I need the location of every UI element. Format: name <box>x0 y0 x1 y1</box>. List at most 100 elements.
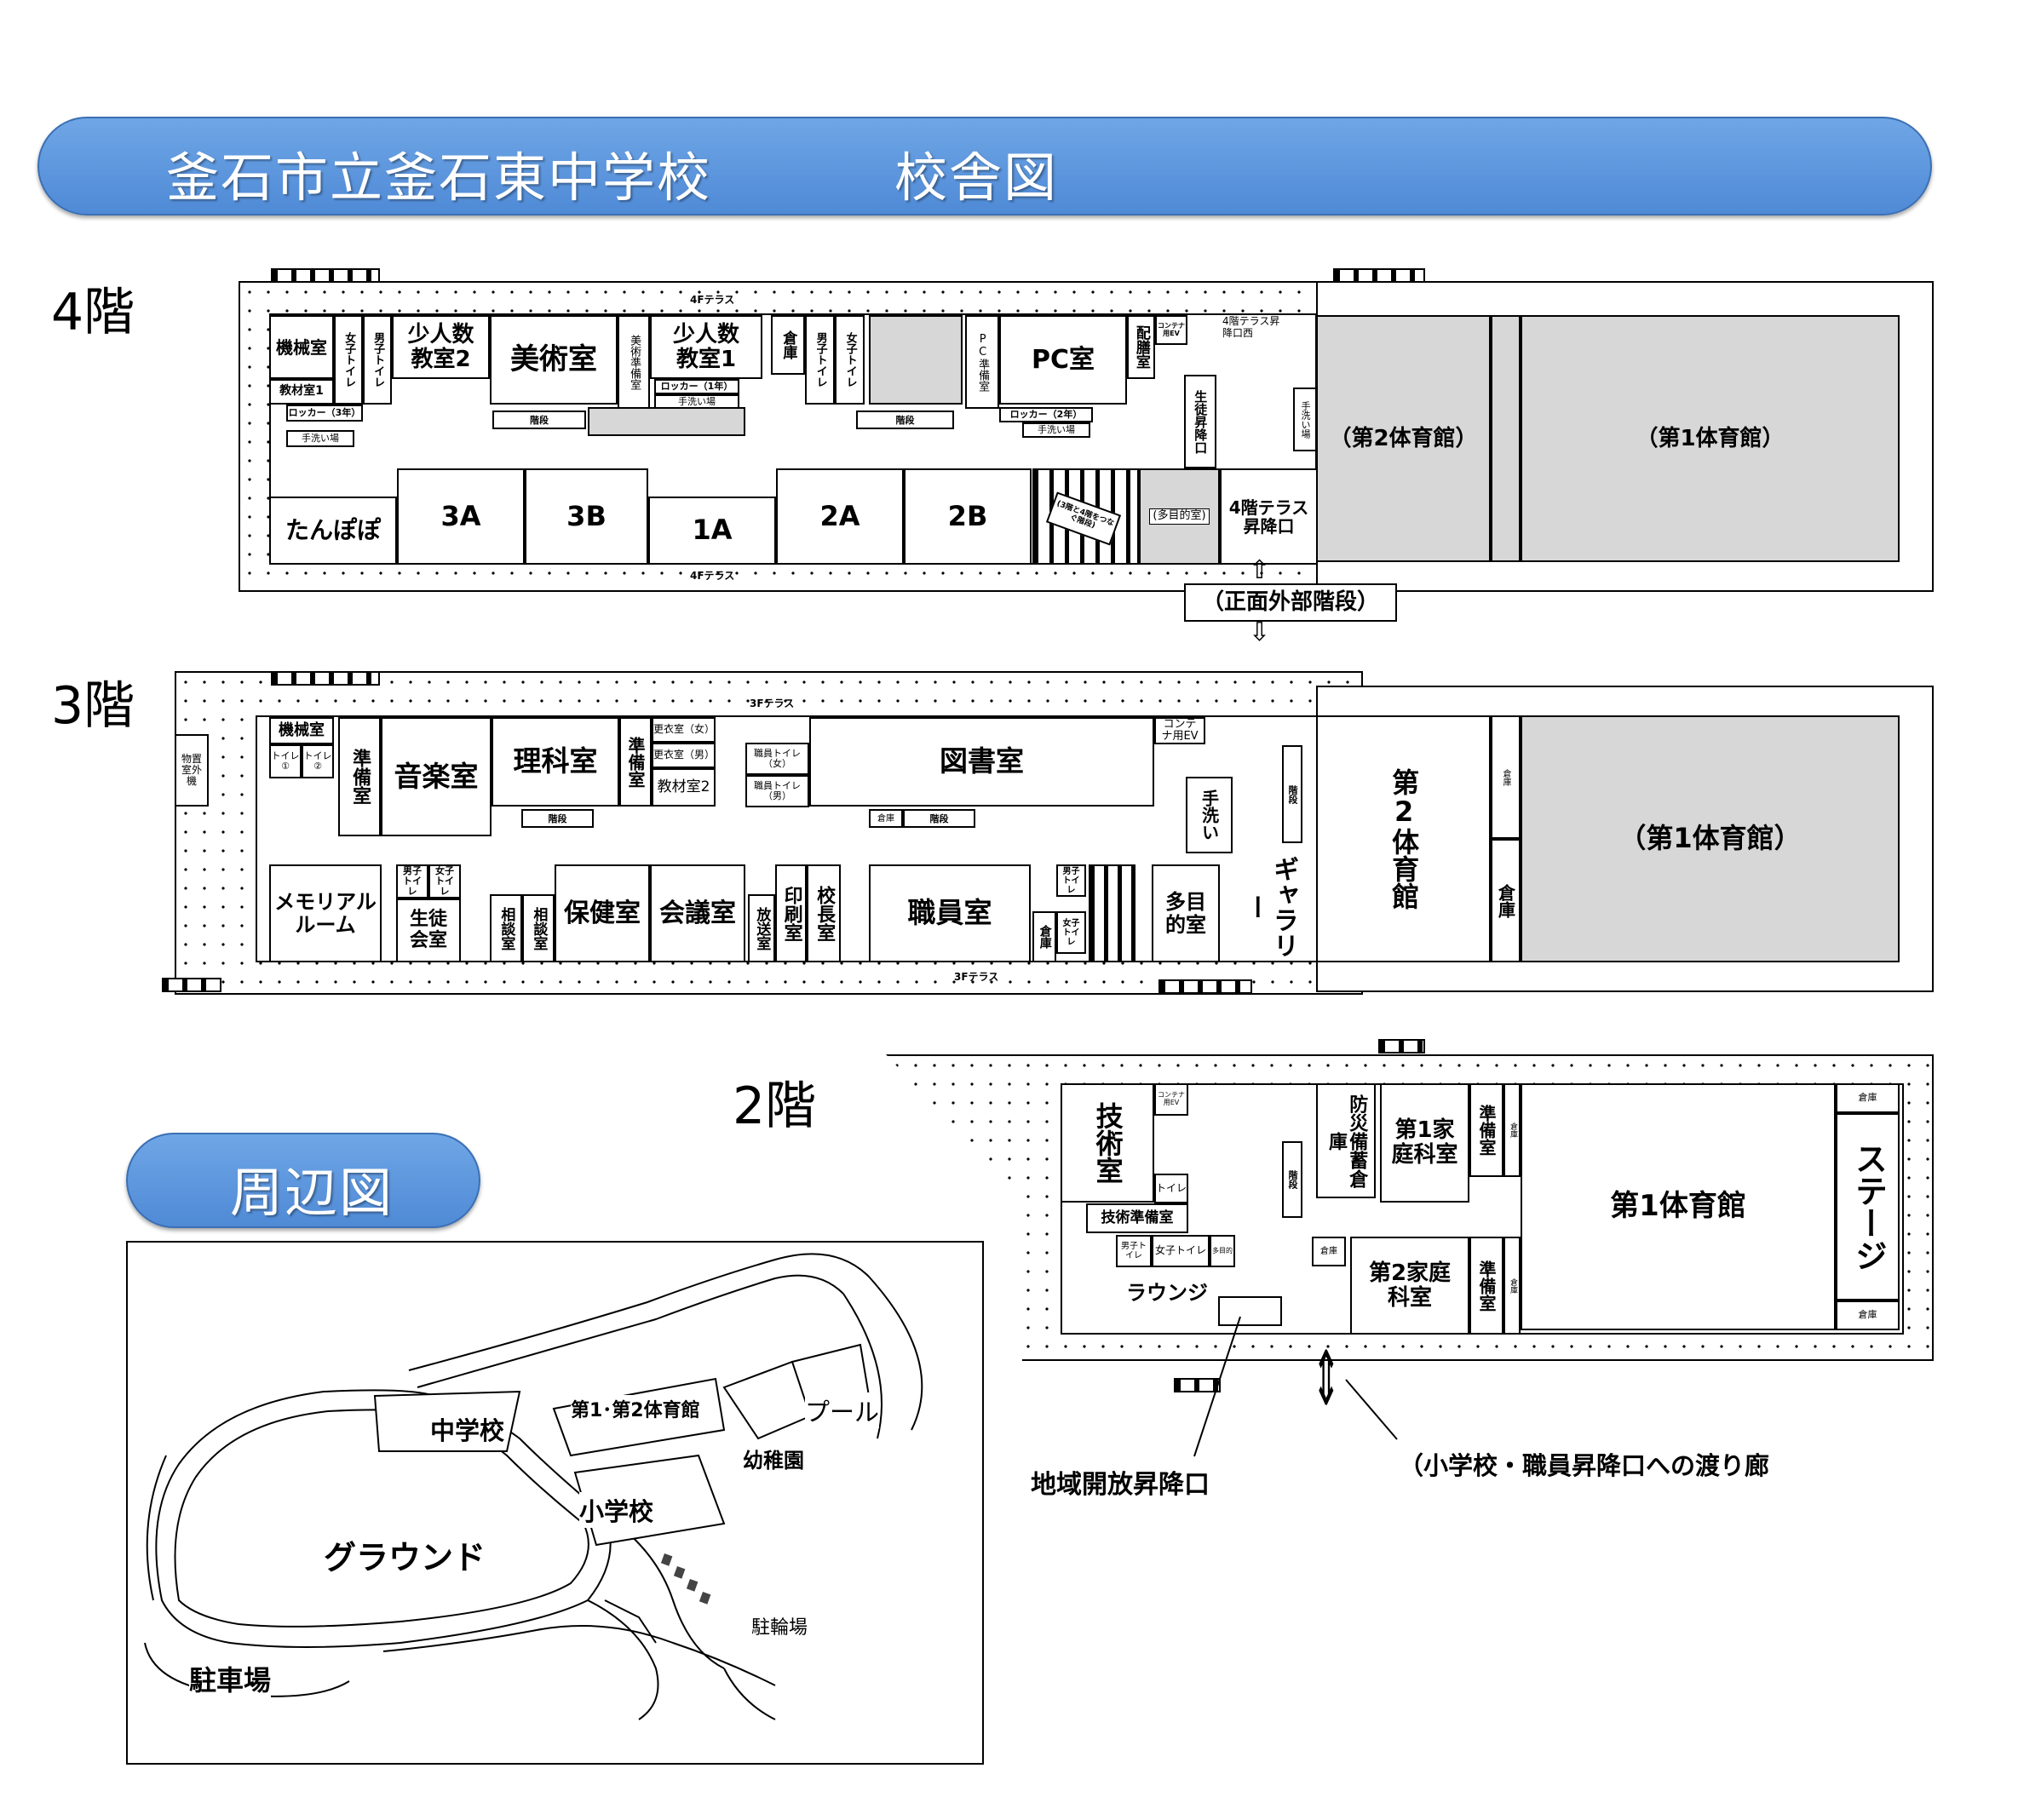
f3-terrace-top: 3Fテラス <box>750 698 795 709</box>
f3-prep-a: 準備室 <box>338 717 381 836</box>
f3-boys-toilet: 男子トイレ <box>396 864 428 899</box>
f4-locker-3: ロッカー（3年） <box>286 405 363 422</box>
f3-stairs-vertical[interactable]: 階段 <box>1282 745 1302 843</box>
f2-storage-d: 倉庫 <box>1836 1083 1900 1113</box>
f3-gym1: （第1体育館） <box>1521 715 1900 962</box>
map-label-junior-high: 中学校 <box>430 1411 505 1447</box>
f4-container-ev: コンテナ用EV <box>1155 315 1187 345</box>
f3-girls-toilet2: 女子トイレ <box>1056 911 1086 954</box>
f3-printing-room: 印刷室 <box>775 864 807 962</box>
f3-railing-right <box>1158 979 1252 994</box>
f4-gray-space <box>869 315 963 405</box>
map-label-elementary: 小学校 <box>579 1492 654 1528</box>
f3-staff-toilet-f: 職員トイレ（女） <box>745 743 809 775</box>
f4-locker-2: ロッカー（2年） <box>999 407 1093 422</box>
f2-storage-e: 倉庫 <box>1836 1300 1900 1330</box>
f2-disaster-storage: 防災備蓄倉庫 <box>1316 1083 1376 1198</box>
f2-lounge-desk <box>1218 1296 1282 1326</box>
f3-prep-b: 準備室 <box>619 717 652 807</box>
f4-gym2: （第2体育館） <box>1316 315 1491 562</box>
f3-student-council: 生徒会室 <box>396 899 461 962</box>
f3-railing-bottom <box>162 978 221 992</box>
f3-stairwell <box>1089 864 1135 962</box>
f3-material-room2: 教材室2 <box>652 768 716 807</box>
f4-class-3b: 3B <box>525 468 648 565</box>
f3-stairs-left[interactable]: 階段 <box>521 809 594 828</box>
f3-music-room: 音楽室 <box>381 717 492 836</box>
f2-technical-room: 技術室 <box>1061 1083 1154 1203</box>
f4-gym1: （第1体育館） <box>1521 315 1900 562</box>
f3-memorial-room: メモリアルルーム <box>269 864 382 962</box>
f3-stairs-right[interactable]: 階段 <box>903 809 975 828</box>
f4-machine-room: 機械室 <box>269 315 334 379</box>
f4-stairs-right[interactable]: 階段 <box>856 411 954 429</box>
f3-health-room: 保健室 <box>555 864 650 962</box>
f4-railing-left <box>271 268 380 283</box>
f4-class-2b: 2B <box>904 468 1032 565</box>
f2-lounge: ラウンジ <box>1126 1280 1208 1305</box>
f3-storage-c: 倉庫 <box>1491 715 1521 839</box>
front-stairs-arrow-down-icon: ⇩ <box>1249 617 1271 647</box>
f4-art-prep: 美術準備室 <box>618 315 650 409</box>
f3-staff-toilet-m: 職員トイレ（男） <box>745 775 809 807</box>
f4-stairs-left[interactable]: 階段 <box>492 411 586 429</box>
f4-gym-connector <box>1491 315 1521 562</box>
f2-gym1: 第1体育館 <box>1521 1083 1836 1330</box>
map-label-bicycle: 駐輪場 <box>751 1612 808 1639</box>
f4-wash-far: 手洗い場 <box>1293 388 1317 451</box>
f3-gallery: ギャラリー <box>1240 856 1298 958</box>
f4-tanpopo: たんぽぽ <box>269 497 397 565</box>
f2-girls-toilet: 女子トイレ <box>1152 1235 1210 1267</box>
f2-home-econ1: 第1家庭科室 <box>1380 1083 1469 1203</box>
f4-student-entrance: 生徒昇降口 <box>1184 375 1216 468</box>
f4-wash-left: 手洗い場 <box>286 430 354 447</box>
f3-boys-toilet2: 男子トイレ <box>1056 864 1086 897</box>
f4-gray-strip <box>588 407 745 436</box>
f4-locker-1: ロッカー（1年） <box>654 379 739 394</box>
f4-material-room1: 教材室1 <box>269 379 334 405</box>
map-label-ground: グラウンド <box>324 1531 486 1578</box>
f2-home-econ2: 第2家庭科室 <box>1350 1237 1469 1335</box>
surroundings-banner <box>126 1133 480 1228</box>
f3-multipurpose: 多目的室 <box>1152 864 1220 962</box>
f3-storage-a: 倉庫 <box>869 809 903 828</box>
f4-class-3a: 3A <box>397 468 525 565</box>
community-entrance-label: 地域開放昇降口 <box>1031 1470 1210 1500</box>
f4-terrace-bottom: 4Fテラス <box>690 570 735 582</box>
f3-library: 図書室 <box>809 717 1154 807</box>
f4-multipurpose: (多目的室) <box>1139 468 1220 565</box>
f3-outdoor-storage: 物置室外機 <box>175 734 209 807</box>
f4-class-1a: 1A <box>648 497 776 565</box>
f3-railing-left <box>271 671 380 686</box>
f2-container-ev: コンテナ用EV <box>1154 1083 1188 1116</box>
front-external-stairs[interactable]: （正面外部階段） <box>1184 583 1397 622</box>
f3-storage-d: 倉庫 <box>1491 839 1521 962</box>
f2-stairs[interactable]: 階段 <box>1282 1141 1302 1218</box>
title-banner <box>37 117 1932 215</box>
f3-locker-f: 更衣室（女） <box>652 717 716 743</box>
f3-handwash: 手洗い <box>1186 777 1233 853</box>
f3-gym2: 第2体育館 <box>1316 715 1491 962</box>
f3-meeting-room: 会議室 <box>650 864 745 962</box>
f2-prep1: 準備室 <box>1469 1083 1503 1177</box>
f4-wash-right: 手洗い場 <box>1022 422 1090 438</box>
f3-counsel1: 相談室 <box>490 894 522 962</box>
floor-label-3f: 3階 <box>51 676 135 736</box>
f4-railing-right <box>1333 268 1425 283</box>
f3-storage-b: 倉庫 <box>1032 911 1056 962</box>
f3-toilet2: トイレ② <box>302 744 334 778</box>
f2-tech-prep: 技術準備室 <box>1086 1203 1188 1233</box>
map-label-kindergarten: 幼稚園 <box>743 1444 804 1473</box>
map-label-gyms: 第1･第2体育館 <box>571 1395 700 1422</box>
f2-multi-toilet: 多目的 <box>1210 1235 1235 1267</box>
front-stairs-arrow-up-icon: ⇧ <box>1249 555 1271 585</box>
f3-broadcast-room: 放送室 <box>748 894 775 962</box>
f4-storage: 倉庫 <box>771 315 805 375</box>
f3-science-room: 理科室 <box>492 717 619 807</box>
f3-principal-room: 校長室 <box>807 864 841 962</box>
f2-prep2: 準備室 <box>1469 1237 1503 1335</box>
f4-class-2a: 2A <box>776 468 904 565</box>
f4-terrace-entrance: 4階テラス昇降口 <box>1220 468 1318 565</box>
f2-railing-bottom <box>1174 1378 1221 1392</box>
f4-terrace-west: 4階テラス昇降口西 <box>1222 315 1280 340</box>
